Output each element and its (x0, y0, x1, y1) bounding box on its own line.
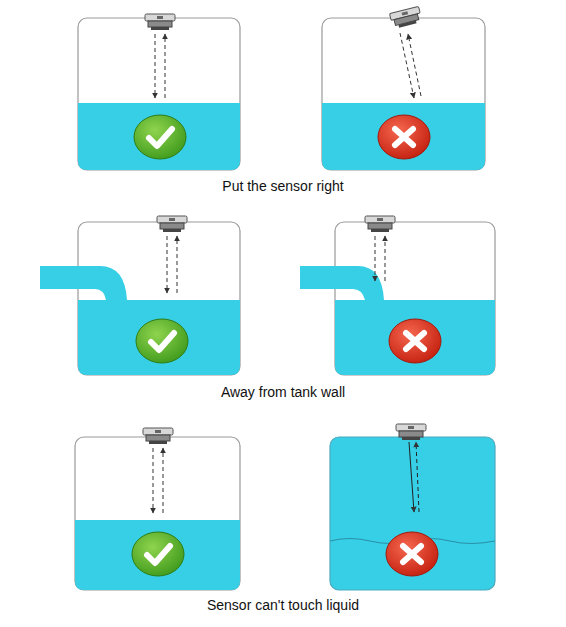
caption: Away from tank wall (221, 384, 345, 401)
tank-correct-wall (40, 216, 240, 375)
tank-correct (78, 14, 240, 170)
tank-wrong-full (330, 424, 495, 590)
caption: Sensor can't touch liquid (207, 597, 359, 614)
tank-correct-level (75, 428, 240, 590)
tank-wrong-tilt (322, 6, 485, 170)
caption: Put the sensor right (222, 178, 343, 195)
tank-wrong-wall (300, 216, 495, 375)
